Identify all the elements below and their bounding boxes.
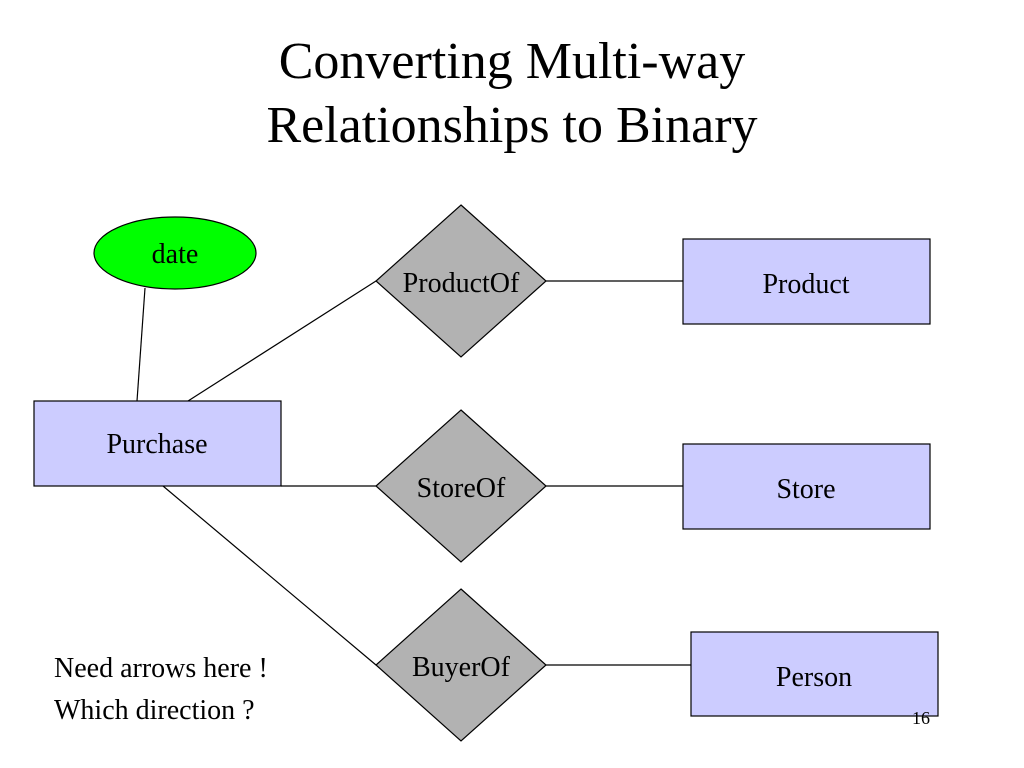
entity-product[interactable]: Product	[682, 238, 931, 325]
edge-date-purchase	[136, 287, 146, 402]
entity-store-label: Store	[776, 474, 835, 505]
entity-person-label: Person	[776, 662, 852, 693]
relationship-buyerof[interactable]: BuyerOf	[375, 588, 547, 742]
page-number: 16	[912, 708, 930, 728]
entity-store[interactable]: Store	[682, 443, 931, 530]
attribute-date-label: date	[152, 239, 199, 270]
title-line-2: Relationships to Binary	[266, 97, 758, 154]
relationship-storeof[interactable]: StoreOf	[375, 409, 547, 563]
entity-purchase-label: Purchase	[106, 429, 207, 460]
entity-purchase[interactable]: Purchase	[33, 400, 282, 487]
relationship-storeof-label: StoreOf	[417, 473, 506, 504]
note-line-2: Which direction ?	[54, 695, 255, 726]
entity-person[interactable]: Person	[690, 631, 939, 717]
relationship-productof-label: ProductOf	[403, 268, 520, 299]
entity-product-label: Product	[762, 269, 849, 300]
slide-title: Converting Multi-way Relationships to Bi…	[0, 30, 1024, 158]
title-line-1: Converting Multi-way	[278, 33, 746, 90]
edge-purchase-buyerof	[162, 485, 377, 666]
relationship-buyerof-label: BuyerOf	[412, 652, 511, 683]
attribute-date[interactable]: date	[93, 216, 257, 290]
note-line-1: Need arrows here !	[54, 653, 268, 684]
relationship-productof[interactable]: ProductOf	[375, 204, 547, 358]
note-text: Need arrows here ! Which direction ?	[54, 648, 268, 732]
edge-purchase-productof	[187, 280, 377, 402]
